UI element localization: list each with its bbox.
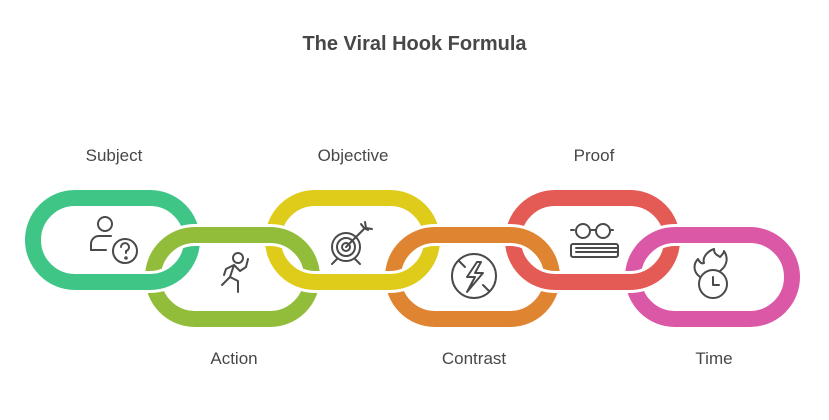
running-person-icon bbox=[221, 252, 249, 293]
fire-clock-icon bbox=[693, 248, 728, 299]
chain-link-objective bbox=[265, 258, 440, 293]
label-contrast: Contrast bbox=[441, 349, 507, 368]
label-time: Time bbox=[695, 349, 733, 368]
glasses-book-icon bbox=[570, 223, 619, 258]
user-question-icon bbox=[90, 216, 138, 264]
diagram-title: The Viral Hook Formula bbox=[302, 33, 527, 55]
target-arrow-icon bbox=[331, 221, 373, 265]
label-subject: Subject bbox=[85, 146, 143, 165]
chain-link-proof bbox=[505, 258, 680, 293]
lightning-off-icon bbox=[451, 253, 497, 299]
label-objective: Objective bbox=[317, 146, 389, 165]
chain-link-subject bbox=[25, 258, 200, 293]
label-proof: Proof bbox=[573, 146, 615, 165]
label-action: Action bbox=[210, 349, 258, 368]
